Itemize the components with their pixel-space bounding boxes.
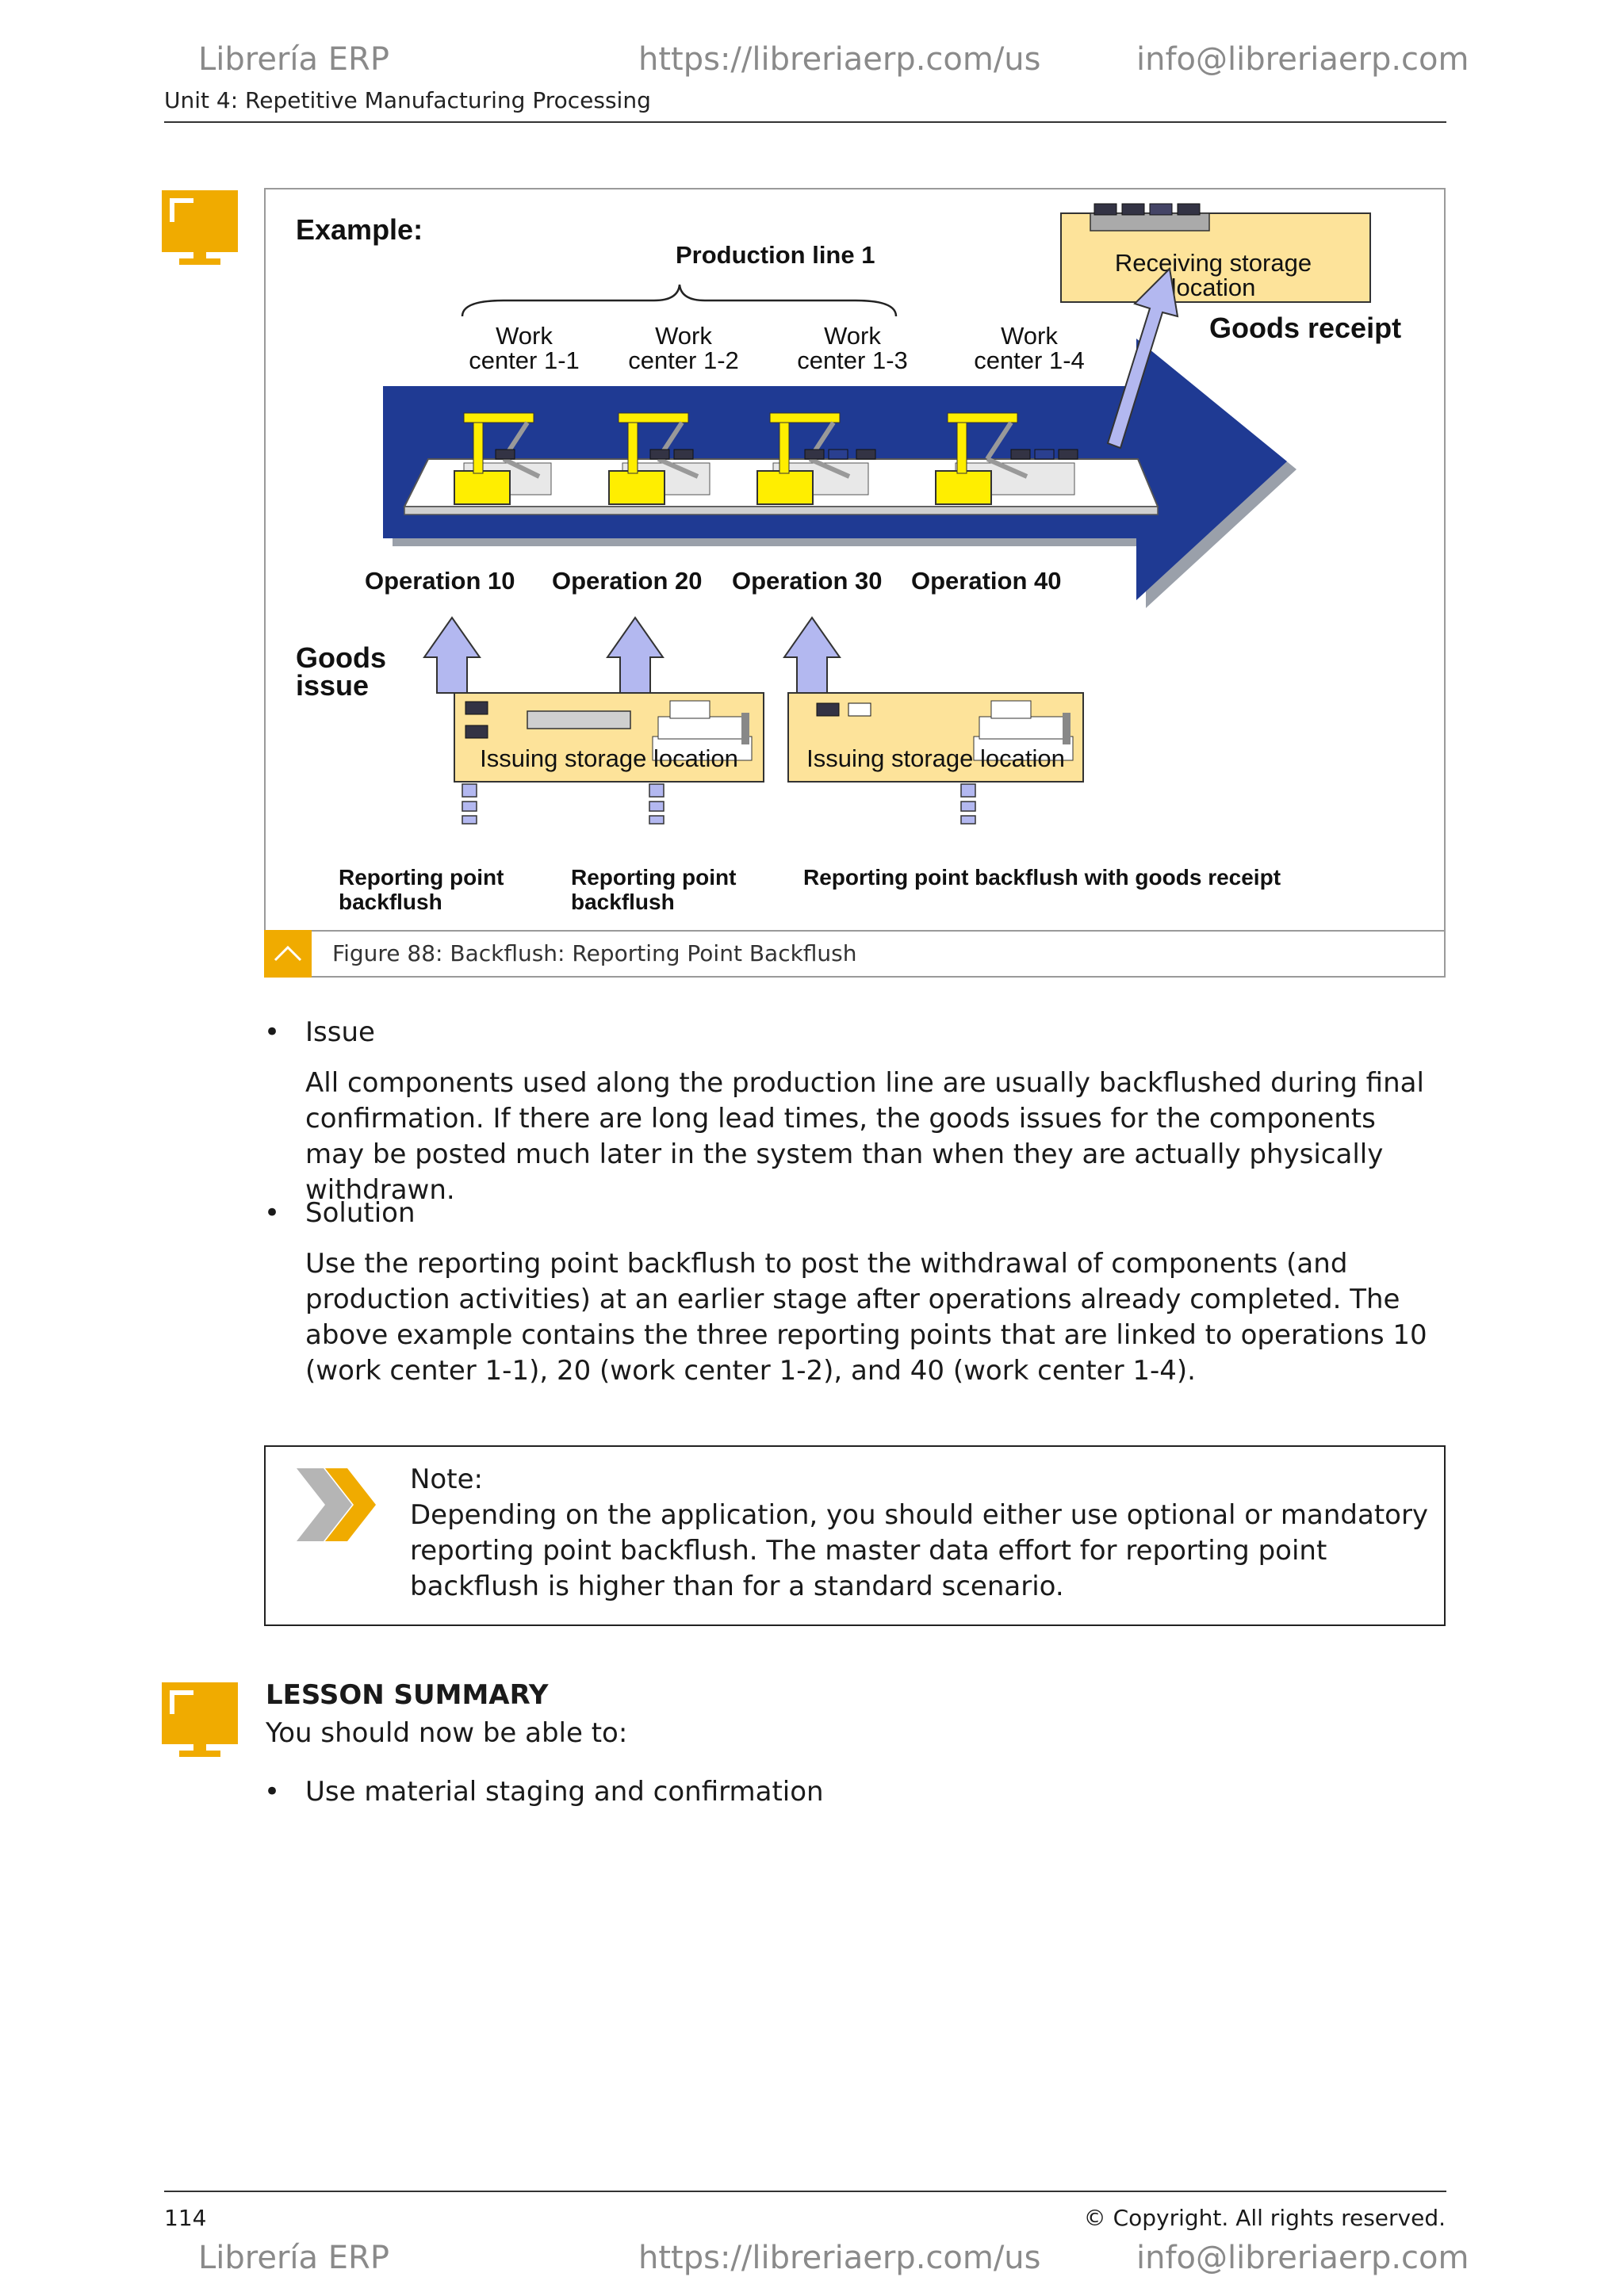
work-center-1-l1: Work [496, 322, 553, 350]
receiving-line2: location [1171, 274, 1256, 301]
note-body: Depending on the application, you should… [410, 1499, 1429, 1602]
footer-rule [164, 2191, 1446, 2192]
parts-on-line [495, 449, 1078, 460]
goods-receipt-arrow [1106, 266, 1179, 450]
receiving-parts-icon [1090, 203, 1210, 232]
receiving-line1: Receiving storage [1115, 249, 1312, 277]
robot-station-2 [608, 412, 710, 505]
reporting-dash [462, 801, 477, 812]
monitor-icon [162, 1682, 238, 1757]
bullet-issue-body: All components used along the production… [305, 1067, 1424, 1206]
page-number: 114 [164, 2205, 207, 2231]
figure-caption-bar [264, 930, 1446, 978]
bullet-marker: • [264, 1776, 281, 1808]
chevron-double-right-icon [297, 1468, 376, 1541]
work-center-4-l2: center 1-4 [974, 346, 1085, 374]
chevron-up-icon [274, 945, 302, 962]
watermark-brand-top: Librería ERP [198, 41, 389, 78]
chip-icon [816, 702, 840, 717]
goods-issue-l2: issue [296, 669, 369, 702]
operation-30: Operation 30 [732, 567, 883, 595]
issue-arrow-op40 [783, 616, 841, 694]
goods-issue-l1: Goods [296, 641, 386, 674]
bullet-solution-body: Use the reporting point backflush to pos… [305, 1248, 1427, 1387]
lesson-summary-title: LESSON SUMMARY [266, 1679, 549, 1711]
bullet-solution-title: Solution [305, 1197, 416, 1229]
issue-arrow-op10 [423, 616, 481, 694]
note-title: Note: [410, 1464, 483, 1495]
robot-station-1 [454, 412, 552, 505]
caption-collapse-button[interactable] [264, 930, 312, 978]
watermark-email-top[interactable]: info@libreriaerp.com [1136, 41, 1469, 78]
parts-stack-icon [973, 700, 1074, 761]
chip-icon [848, 702, 871, 717]
operation-40: Operation 40 [911, 567, 1062, 595]
reporting-2-l2: backflush [571, 890, 675, 914]
copyright: © Copyright. All rights reserved. [1083, 2205, 1446, 2231]
figure-caption: Figure 88: Backflush: Reporting Point Ba… [332, 940, 857, 966]
issuing-storage-label-1: Issuing storage location [480, 744, 738, 772]
reporting-1-l2: backflush [339, 890, 442, 914]
work-center-1-l2: center 1-1 [469, 346, 580, 374]
reporting-2-l1: Reporting point [571, 865, 736, 890]
bullet-marker: • [264, 1016, 281, 1048]
issue-arrow-op20 [606, 616, 665, 694]
watermark-url-bottom[interactable]: https://libreriaerp.com/us [638, 2240, 1041, 2276]
note-box [264, 1445, 1446, 1626]
work-center-2-l1: Work [655, 322, 712, 350]
chip-icon [465, 701, 488, 715]
robot-station-4 [935, 412, 1075, 505]
work-center-3-l2: center 1-3 [797, 346, 908, 374]
reporting-1-l1: Reporting point [339, 865, 504, 890]
reporting-3-l1: Reporting point backflush with goods rec… [803, 865, 1281, 890]
goods-receipt-label: Goods receipt [1209, 312, 1401, 344]
work-center-4-l1: Work [1001, 322, 1058, 350]
watermark-email-bottom[interactable]: info@libreriaerp.com [1136, 2240, 1469, 2276]
work-center-3-l1: Work [824, 322, 881, 350]
issuing-storage-label-2: Issuing storage location [806, 744, 1065, 772]
monitor-icon [162, 190, 238, 265]
bullet-issue-title: Issue [305, 1016, 375, 1048]
reporting-dash [462, 815, 477, 825]
example-label: Example: [296, 213, 423, 246]
header-rule [164, 121, 1446, 123]
watermark-brand-bottom: Librería ERP [198, 2240, 389, 2276]
operation-20: Operation 20 [552, 567, 703, 595]
production-line-brace [461, 284, 898, 317]
chip-icon [465, 725, 488, 739]
bar-part-icon [527, 710, 631, 729]
lesson-summary-item: Use material staging and confirmation [305, 1776, 824, 1808]
lesson-summary-intro: You should now be able to: [266, 1717, 628, 1749]
operation-10: Operation 10 [365, 567, 515, 595]
reporting-dash [462, 783, 477, 798]
production-line-label: Production line 1 [676, 241, 875, 269]
parts-stack-icon [652, 700, 753, 761]
backflush-diagram: Example: Production line 1 Receiving sto… [296, 203, 1401, 914]
unit-title: Unit 4: Repetitive Manufacturing Process… [164, 87, 651, 113]
work-center-2-l2: center 1-2 [628, 346, 739, 374]
watermark-url-top[interactable]: https://libreriaerp.com/us [638, 41, 1041, 78]
bullet-marker: • [264, 1197, 281, 1229]
